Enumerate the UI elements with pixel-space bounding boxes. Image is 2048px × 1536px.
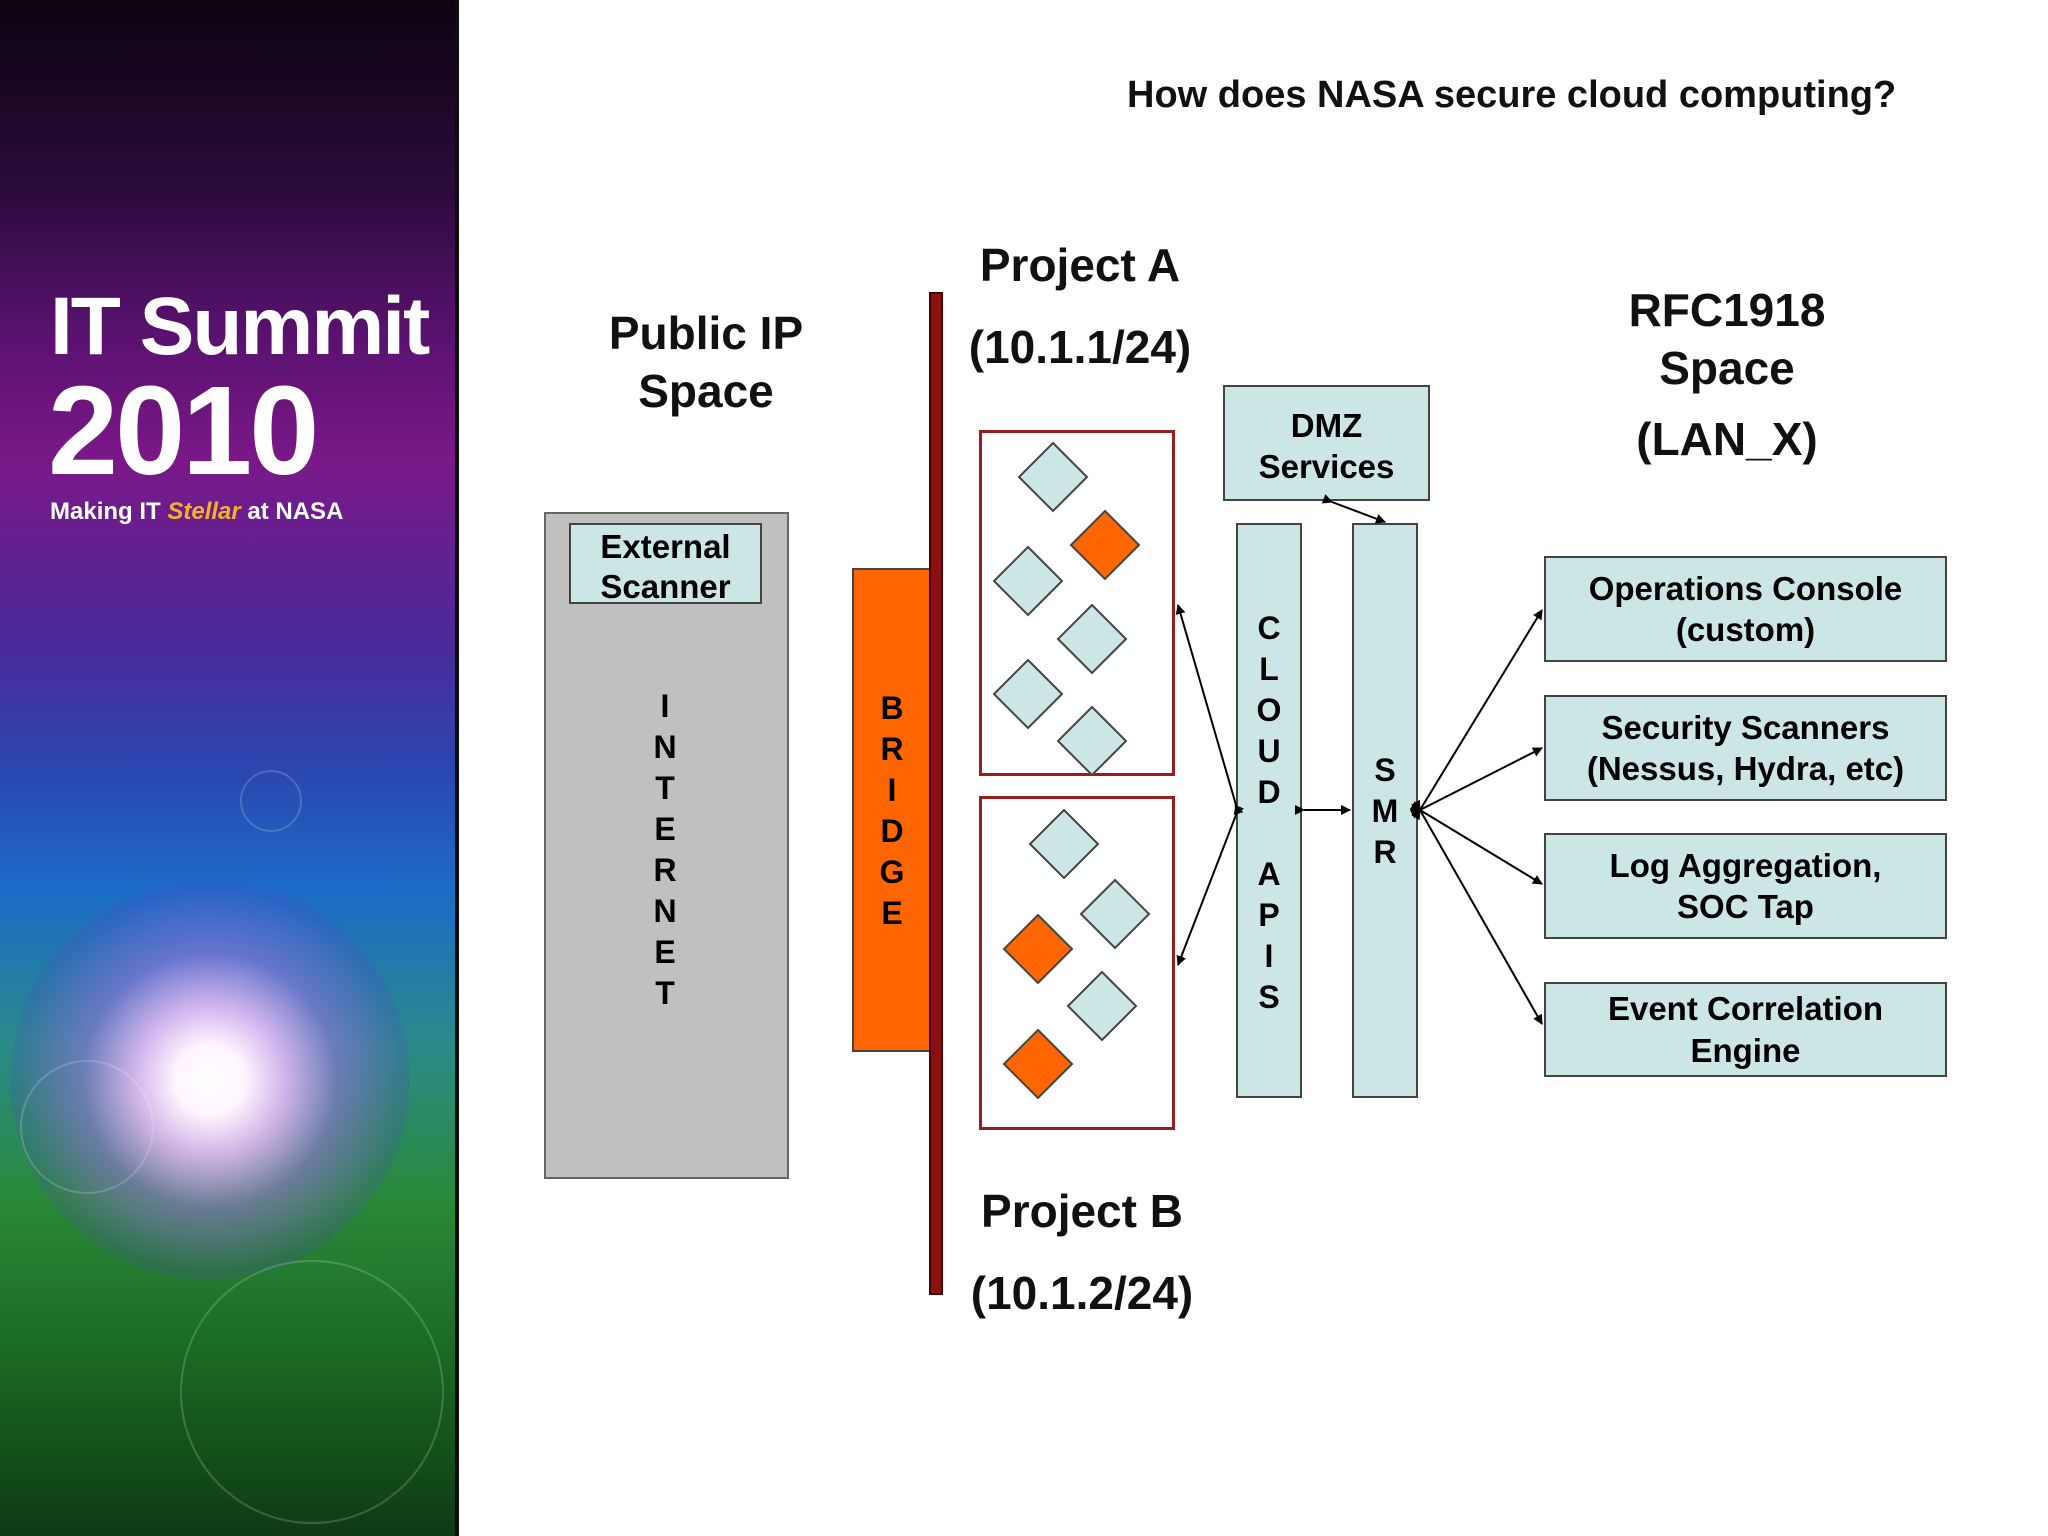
project-b-subnet: (10.1.2/24) — [970, 1266, 1194, 1319]
smr-letter: S — [1374, 752, 1396, 788]
project-a-name: Project A — [979, 239, 1181, 291]
service-line: Engine — [1690, 1031, 1801, 1069]
tagline-highlight: Stellar — [167, 498, 241, 525]
service-line: Operations Console — [1588, 569, 1903, 607]
cloud-letter: C — [1257, 610, 1281, 646]
project-a-box — [979, 430, 1175, 776]
smr-letter: R — [1373, 834, 1397, 870]
service-line: SOC Tap — [1677, 888, 1814, 925]
project-b-name: Project B — [981, 1185, 1183, 1237]
internet-letter: I — [660, 688, 670, 724]
smr-letter: M — [1371, 793, 1399, 829]
slide-title: How does NASA secure cloud computing? — [1127, 74, 1897, 116]
internet-letter: N — [653, 729, 677, 765]
external-scanner-line-1: External — [600, 528, 731, 565]
bridge-letter: B — [880, 690, 904, 726]
bridge-letter: G — [879, 854, 905, 890]
network-boundary-bar — [929, 292, 943, 1295]
tagline-prefix: Making IT — [50, 498, 168, 525]
cloud-letter: P — [1258, 897, 1280, 933]
sidebar-banner: IT Summit 2010 Making IT Stellar at NASA — [0, 0, 459, 1536]
cloud-letter: D — [1257, 774, 1281, 810]
decorative-ring — [180, 1260, 444, 1524]
cloud-apis-label: C L O U D A P I S — [1244, 612, 1294, 1022]
lan-label: (LAN_X) — [1636, 413, 1818, 465]
dmz-services-box: DMZ Services — [1223, 385, 1430, 501]
dmz-line-2: Services — [1258, 448, 1395, 486]
internet-letter: T — [655, 975, 675, 1011]
cloud-apis-box — [1236, 523, 1302, 1098]
security-scanners-box: Security Scanners (Nessus, Hydra, etc) — [1544, 695, 1947, 801]
bridge-label: B R I D G E — [867, 692, 917, 938]
external-scanner-box: External Scanner — [569, 523, 762, 605]
cloud-letter: A — [1257, 856, 1281, 892]
project-a-label: Project A (10.1.1/24) — [960, 237, 1200, 376]
rfc-line-1: RFC1918 — [1628, 284, 1826, 336]
internet-label: I N T E R N E T — [640, 690, 690, 1018]
service-line: Security Scanners — [1601, 708, 1890, 746]
service-line: (custom) — [1675, 611, 1816, 648]
service-line: Log Aggregation, — [1609, 846, 1882, 884]
bridge-letter: R — [880, 731, 904, 767]
operations-console-box: Operations Console (custom) — [1544, 556, 1947, 662]
cloud-letter: S — [1258, 979, 1280, 1015]
internet-letter: T — [655, 770, 675, 806]
decorative-ring — [20, 1060, 154, 1194]
connector-arrow — [1175, 604, 1244, 816]
connector-arrow — [1409, 747, 1543, 819]
bridge-letter: I — [887, 772, 897, 808]
service-line: Event Correlation — [1607, 990, 1884, 1028]
cloud-letter: U — [1257, 733, 1281, 769]
connector-arrow — [1411, 609, 1543, 821]
event-title: IT Summit — [50, 281, 430, 372]
connector-arrow — [1411, 799, 1543, 1025]
event-tagline: Making IT Stellar at NASA — [50, 498, 343, 526]
log-aggregation-box: Log Aggregation, SOC Tap — [1544, 833, 1947, 939]
connector-arrow — [1176, 804, 1244, 966]
cloud-letter: I — [1264, 938, 1274, 974]
connector-arrow — [1409, 801, 1543, 885]
internet-box — [544, 512, 789, 1179]
connector-arrow — [1321, 494, 1386, 524]
tagline-suffix: at NASA — [240, 498, 344, 525]
public-ip-line-1: Public IP — [608, 307, 804, 359]
bridge-letter: E — [881, 895, 903, 931]
bridge-letter: D — [880, 813, 904, 849]
dmz-line-1: DMZ — [1290, 407, 1363, 444]
service-line: (Nessus, Hydra, etc) — [1586, 750, 1905, 787]
smr-label: S M R — [1360, 754, 1410, 877]
project-b-box — [979, 796, 1175, 1130]
internet-letter: R — [653, 852, 677, 888]
bridge-box — [852, 568, 934, 1052]
rfc-line-2: Space — [1659, 341, 1795, 394]
internet-letter: N — [653, 893, 677, 929]
event-year: 2010 — [48, 360, 319, 501]
cloud-letter: O — [1256, 692, 1282, 728]
internet-letter: E — [654, 811, 676, 847]
external-scanner-line-2: Scanner — [600, 567, 731, 605]
project-b-label: Project B (10.1.2/24) — [962, 1183, 1202, 1322]
cloud-letter — [1244, 817, 1294, 858]
decorative-ring — [240, 770, 302, 832]
internet-letter: E — [654, 934, 676, 970]
public-ip-label: Public IP Space — [606, 305, 806, 420]
sidebar-edge — [455, 0, 459, 1536]
public-ip-line-2: Space — [638, 364, 774, 417]
smr-box — [1352, 523, 1418, 1098]
cloud-letter: L — [1259, 651, 1279, 687]
rfc1918-label: RFC1918 Space (LAN_X) — [1582, 282, 1872, 469]
project-a-subnet: (10.1.1/24) — [968, 320, 1192, 373]
